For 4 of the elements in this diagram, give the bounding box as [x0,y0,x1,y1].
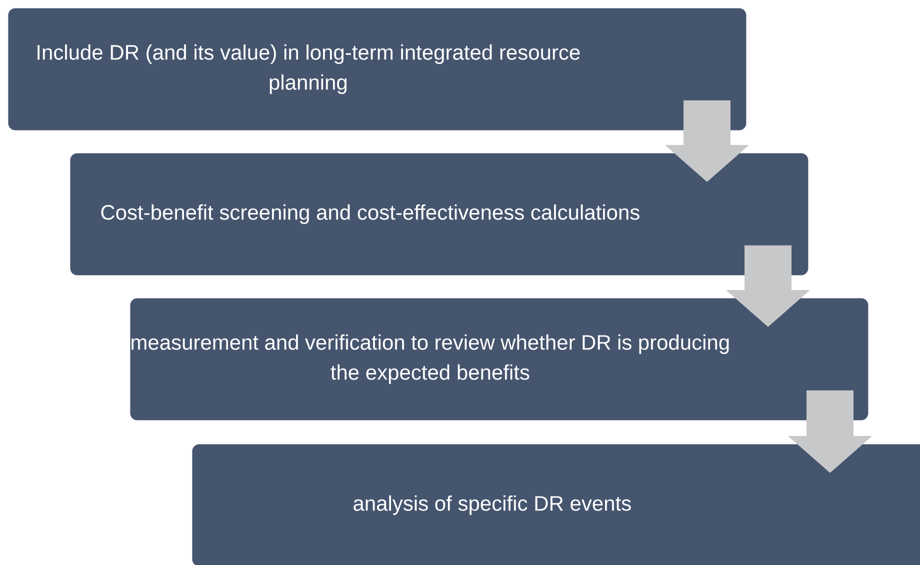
process-box: Cost-benefit screening and cost-effectiveness calculations [70,153,808,276]
process-box: analysis of specific DR events [192,444,920,565]
process-box: Include DR (and its value) in long-term integrated resource planning [8,8,746,130]
process-box: measurement and verification to review whether DR is producing the expected benefits [130,298,868,420]
